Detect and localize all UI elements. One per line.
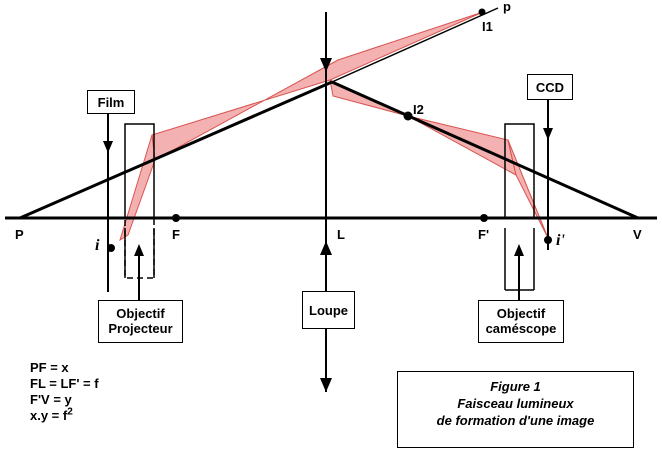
label-P: P	[15, 227, 24, 242]
point-I1	[478, 8, 486, 16]
label-I1: I1	[482, 19, 493, 34]
point-I2	[403, 111, 413, 121]
point-i	[107, 244, 115, 252]
caption-line-2: Faisceau lumineux	[457, 396, 574, 411]
film-arrow	[103, 141, 113, 153]
camescope-line-1: Objectif	[496, 306, 546, 321]
caption-title: Figure 1	[490, 379, 541, 394]
label-L: L	[337, 227, 345, 242]
ray-P-L	[19, 80, 333, 220]
loupe-up-arrow	[320, 241, 332, 255]
projecteur-line-1: Objectif	[116, 306, 165, 321]
beam-right-lower	[507, 139, 549, 239]
light-beams	[119, 11, 549, 242]
camescope-line-2: caméscope	[485, 321, 557, 336]
loupe-box: Loupe	[302, 291, 355, 329]
caption-line-3: de formation d'une image	[436, 413, 595, 428]
projecteur-line-2: Projecteur	[108, 321, 173, 336]
point-F-prime	[480, 214, 488, 222]
formula-line-4: x.y = f2	[30, 406, 99, 424]
film-label: Film	[97, 95, 125, 110]
label-F-prime: F'	[478, 227, 490, 242]
ccd-label: CCD	[535, 80, 565, 95]
formula-block: PF = x FL = LF' = f F'V = y x.y = f2	[30, 360, 99, 424]
label-V: V	[633, 227, 642, 242]
formula-line-1: PF = x	[30, 360, 69, 375]
formula-exponent: 2	[67, 406, 73, 418]
film-box: Film	[87, 90, 135, 114]
formula-line-3: F'V = y	[30, 392, 72, 407]
formula-line-2: FL = LF' = f	[30, 376, 99, 391]
formula-line-4-base: x.y = f	[30, 408, 68, 423]
camescope-pointer-arrow	[514, 244, 524, 256]
loupe-label: Loupe	[309, 303, 348, 318]
label-F: F	[172, 227, 180, 242]
ray-L-p	[331, 7, 499, 83]
figure-caption: Figure 1 Faisceau lumineux de formation …	[397, 371, 634, 448]
projecteur-pointer-arrow	[134, 244, 144, 256]
loupe-down-arrow	[320, 378, 332, 392]
point-F	[172, 214, 180, 222]
loupe-top-arrow	[320, 58, 332, 72]
label-i-prime: i'	[556, 232, 565, 249]
objectif-camescope-box: Objectif caméscope	[478, 300, 564, 343]
ccd-box: CCD	[527, 74, 573, 100]
ray-L-V	[331, 80, 639, 220]
objectif-projecteur-box: Objectif Projecteur	[98, 300, 183, 343]
ccd-arrow	[543, 128, 553, 140]
label-I2: I2	[413, 102, 424, 117]
label-i: i	[95, 237, 100, 254]
label-p: p	[503, 0, 511, 14]
camescope-lens-upper	[504, 123, 535, 219]
point-i-prime	[544, 236, 552, 244]
